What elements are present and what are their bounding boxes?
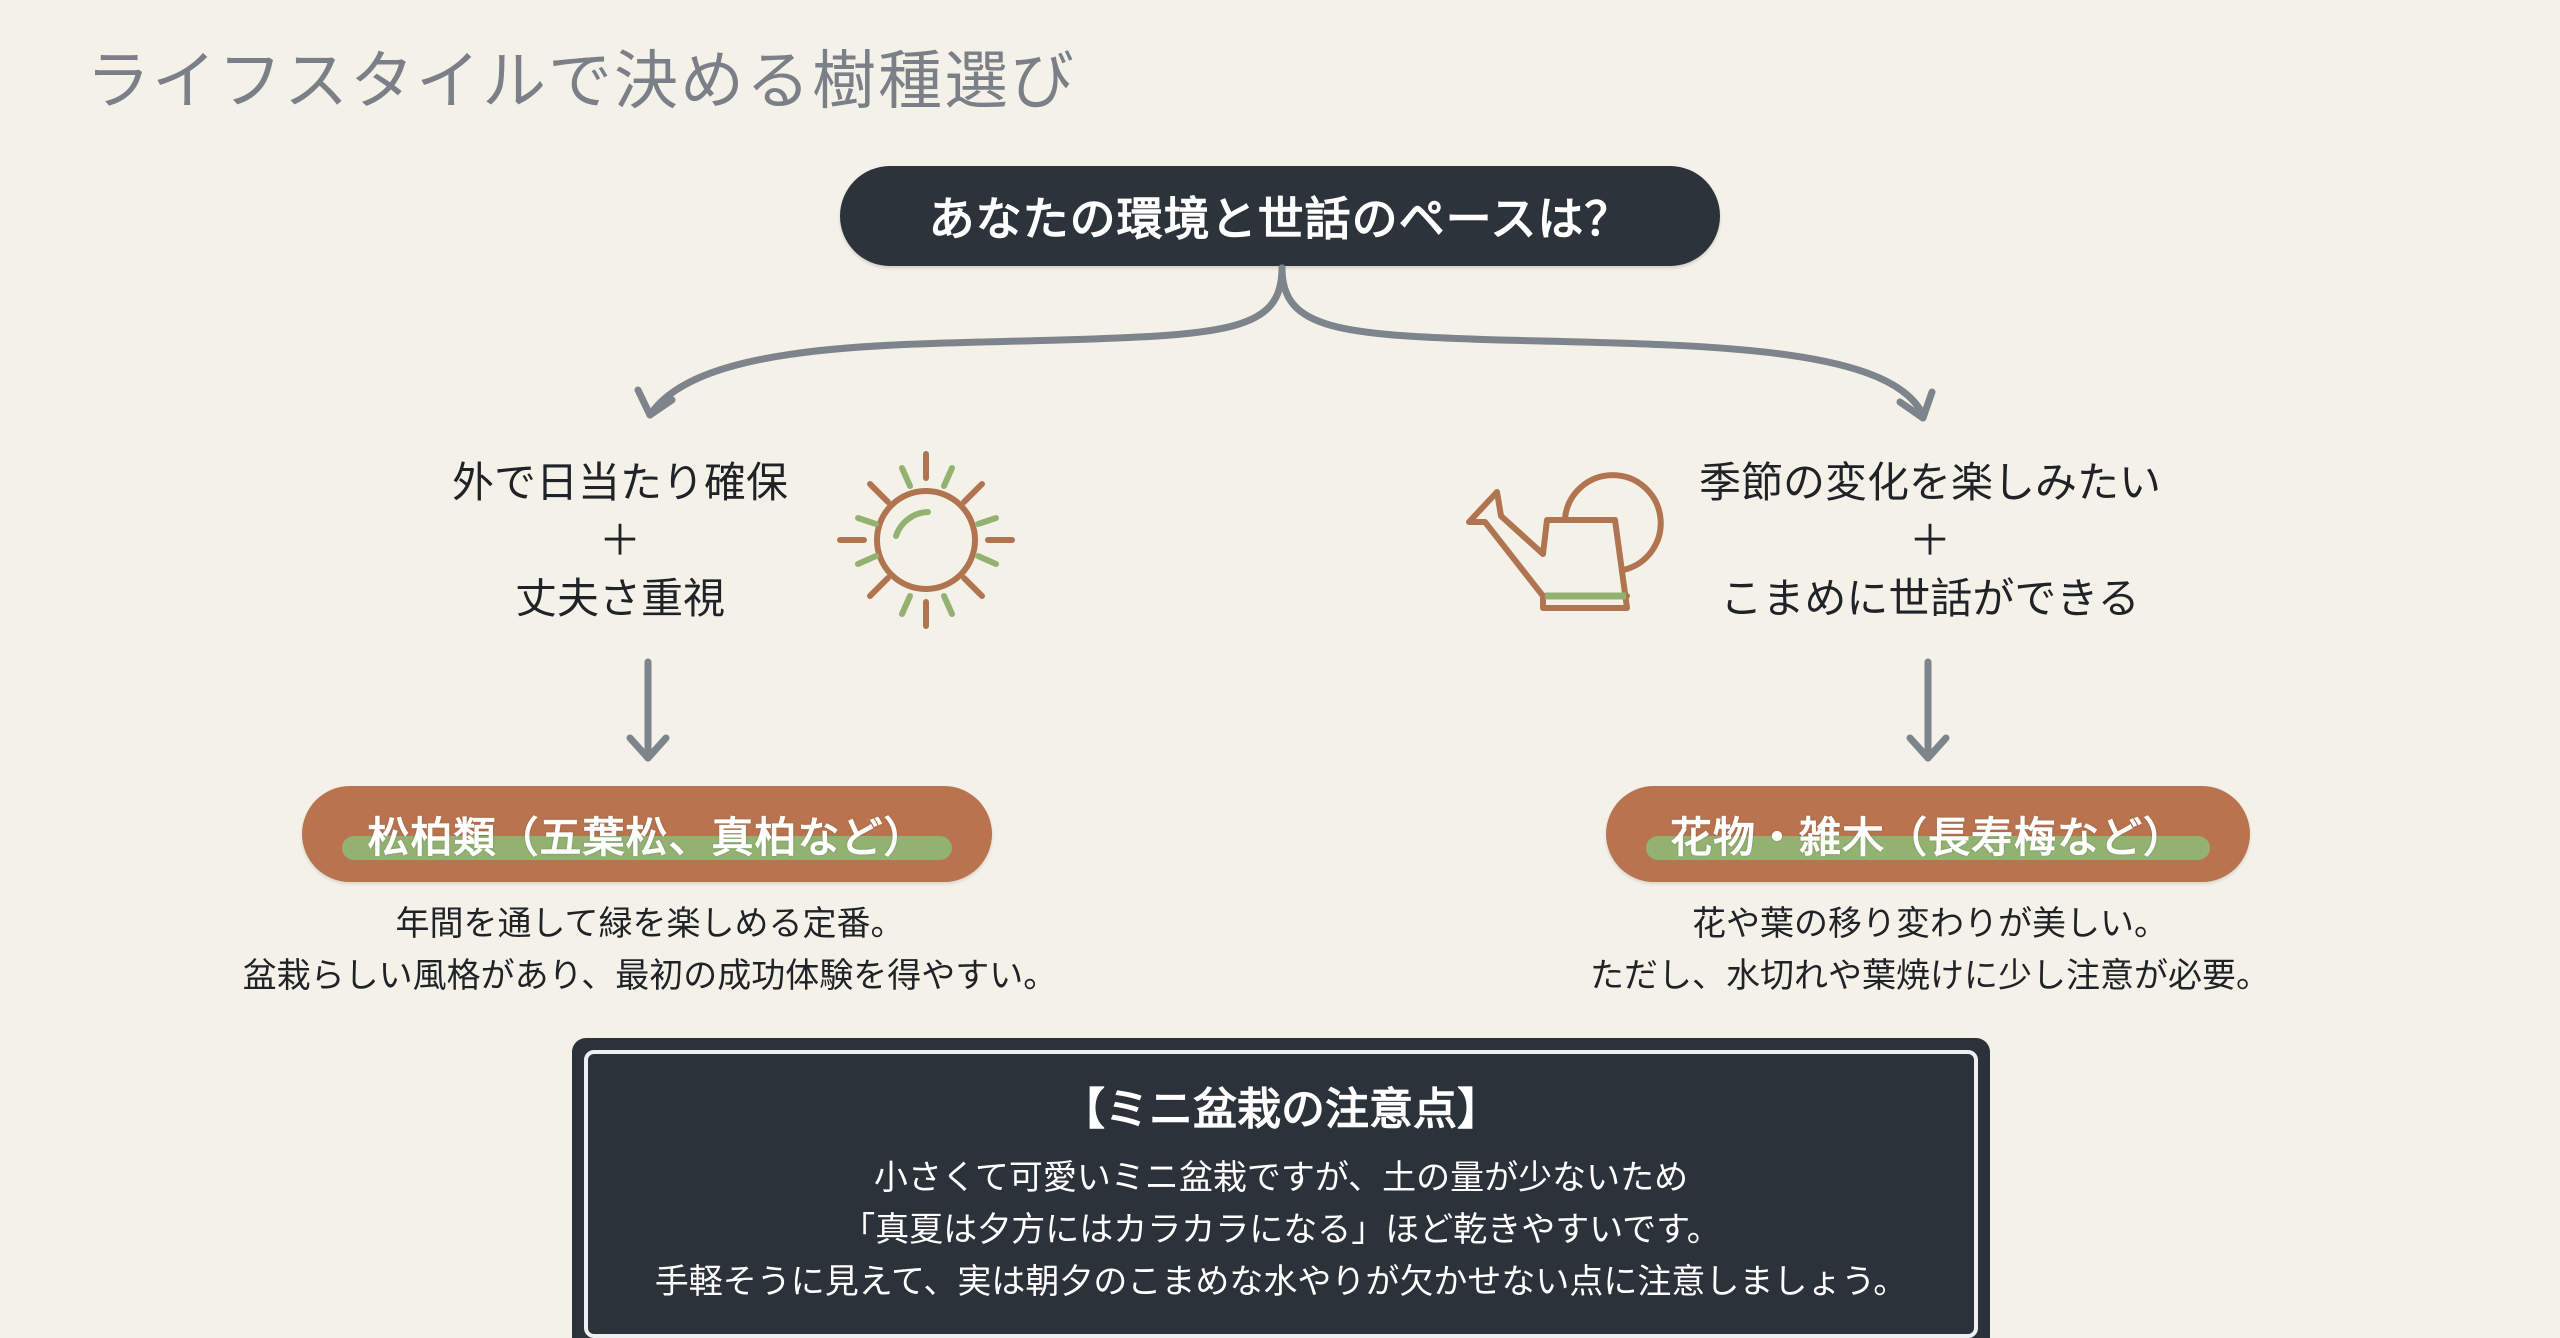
result-pill-left: 松柏類（五葉松、真柏など）	[302, 786, 992, 882]
branch-arrowhead-right	[1896, 388, 1936, 422]
description-left-line1: 年間を通して緑を楽しめる定番。	[395, 904, 905, 944]
down-arrowhead-right	[1906, 734, 1950, 762]
condition-right-plus: ＋	[1908, 516, 1951, 565]
condition-right-line2: こまめに世話ができる	[1720, 574, 2140, 623]
condition-left-line1: 外で日当たり確保	[451, 458, 788, 507]
branch-arrowhead-left	[634, 386, 676, 419]
result-label-right: 花物・雑木（長寿梅など）	[1669, 812, 2186, 862]
condition-left-line2: 丈夫さ重視	[514, 574, 725, 623]
branch-connector-left	[646, 264, 1286, 419]
question-label: あなたの環境と世話のペースは？	[928, 192, 1632, 246]
note-line-2: 「真夏は夕方にはカラカラになる」ほど乾きやすいです。	[841, 1210, 1721, 1250]
condition-left: 外で日当たり確保 ＋ 丈夫さ重視	[400, 454, 840, 628]
note-title: 【ミニ盆栽の注意点】	[1061, 1084, 1501, 1135]
result-underline-right	[1646, 836, 2210, 860]
note-line-3: 手軽そうに見えて、実は朝夕のこまめな水やりが欠かせない点に注意しましょう。	[654, 1262, 1908, 1302]
note-inner-frame: 【ミニ盆栽の注意点】 小さくて可愛いミニ盆栽ですが、土の量が少ないため 「真夏は…	[584, 1050, 1978, 1338]
description-left-line2: 盆栽らしい風格があり、最初の成功体験を得やすい。	[242, 956, 1058, 996]
description-left: 年間を通して緑を楽しめる定番。 盆栽らしい風格があり、最初の成功体験を得やすい。	[160, 898, 1140, 1002]
branch-connector-right	[1278, 264, 1927, 419]
result-underline-left	[342, 836, 952, 860]
down-arrowhead-left	[626, 734, 670, 762]
condition-right: 季節の変化を楽しみたい ＋ こまめに世話ができる	[1640, 454, 2220, 628]
condition-left-plus: ＋	[598, 516, 641, 565]
description-right-line1: 花や葉の移り変わりが美しい。	[1692, 904, 2168, 944]
question-node: あなたの環境と世話のペースは？	[840, 166, 1720, 266]
note-body: 小さくて可愛いミニ盆栽ですが、土の量が少ないため 「真夏は夕方にはカラカラになる…	[588, 1152, 1974, 1308]
result-label-left: 松柏類（五葉松、真柏など）	[367, 812, 927, 862]
condition-right-line1: 季節の変化を楽しみたい	[1698, 458, 2161, 507]
result-pill-right: 花物・雑木（長寿梅など）	[1606, 786, 2250, 882]
watering-can-icon	[1466, 472, 1664, 611]
note-line-1: 小さくて可愛いミニ盆栽ですが、土の量が少ないため	[873, 1158, 1689, 1198]
description-right-line2: ただし、水切れや葉焼けに少し注意が必要。	[1590, 956, 2270, 996]
note-box: 【ミニ盆栽の注意点】 小さくて可愛いミニ盆栽ですが、土の量が少ないため 「真夏は…	[572, 1038, 1990, 1338]
sun-icon	[837, 451, 1015, 629]
page-title: ライフスタイルで決める樹種選び	[86, 45, 1076, 119]
description-right: 花や葉の移り変わりが美しい。 ただし、水切れや葉焼けに少し注意が必要。	[1480, 898, 2380, 1002]
